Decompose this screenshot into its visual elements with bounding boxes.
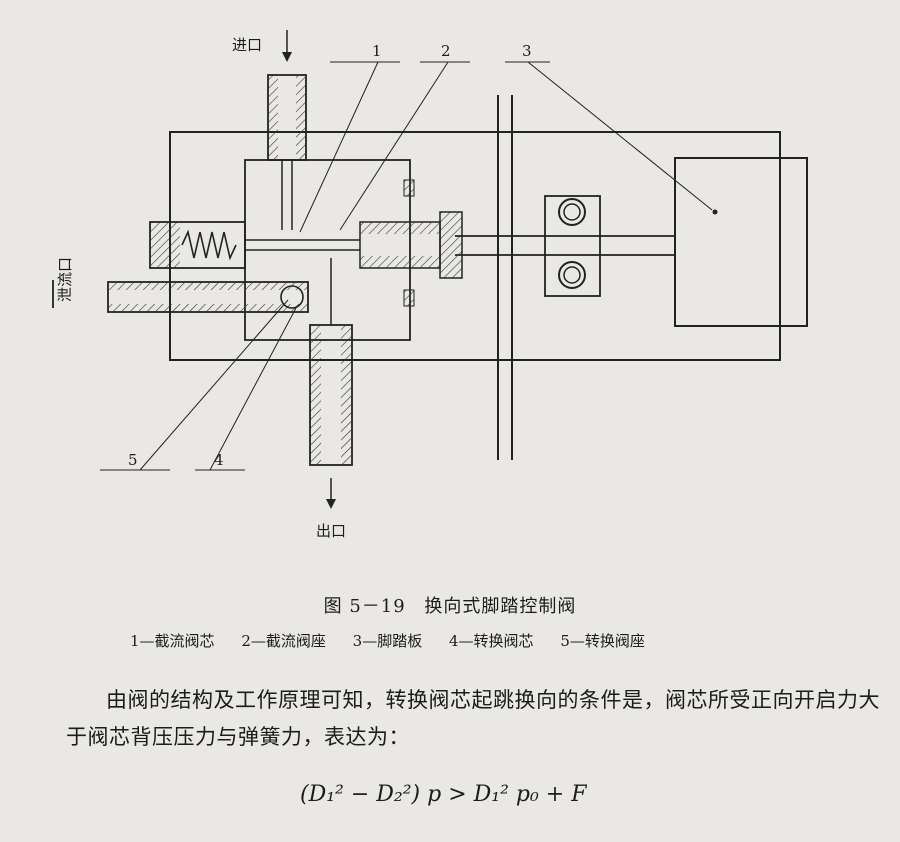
callout-leader [139,299,289,471]
bolt-icon [558,261,586,289]
clamp-block [544,195,601,297]
body-paragraph: 由阀的结构及工作原理可知，转换阀芯起跳换向的条件是，阀芯所受正向开启力大于阀芯背… [66,688,880,749]
callout-leader [299,61,379,233]
bolt-icon [563,266,581,284]
callout-4: 4 [214,451,224,469]
bolt-icon [563,203,581,221]
legend-item: 5—转换阀座 [560,632,645,650]
callout-leader [339,61,449,231]
outlet-label: 出口 [316,522,346,540]
inlet-fitting-hatch [296,75,306,160]
callout-3: 3 [522,42,532,60]
figure-caption: 图 5－19 换向式脚踏控制阀 [0,592,900,618]
plunger-seat-hatch [360,256,440,268]
figure-title: 换向式脚踏控制阀 [424,596,577,617]
legend-item: 4—转换阀芯 [448,632,534,650]
inlet-fitting-hatch [268,75,278,160]
figure-number: 图 5－19 [323,596,406,617]
spring-icon [181,229,237,261]
outlet-fitting-hatch [341,325,352,465]
callout-leader [527,61,713,211]
outlet-fitting-hatch [310,325,321,465]
drain-fitting-hatch [108,282,308,290]
formula: (D₁² − D₂²) p > D₁² p₀ + F [300,782,587,807]
plunger-seat-hatch [360,222,440,234]
inlet-arrow-icon [282,52,292,62]
figure-legend: 1—截流阀芯 2—截流阀座 3—脚踏板 4—转换阀芯 5—转换阀座 [130,630,830,651]
legend-item: 1—截流阀芯 [130,632,215,650]
callout-leader [209,307,297,471]
pedal-center-dot [712,209,718,215]
callout-5: 5 [128,451,138,469]
switch-spool-ball [280,285,304,309]
inlet-label: 进口 [232,36,262,54]
bolt-icon [558,198,586,226]
body-text: 由阀的结构及工作原理可知，转换阀芯起跳换向的条件是，阀芯所受正向开启力大于阀芯背… [66,682,886,756]
outlet-arrow-icon [326,499,336,509]
screw-icon [403,289,415,307]
screw-icon [403,179,415,197]
drain-label: 泄流口 [56,257,74,302]
callout-1: 1 [372,42,382,60]
legend-item: 3—脚踏板 [352,632,423,650]
foot-pedal [674,157,808,327]
legend-item: 2—截流阀座 [241,632,326,650]
callout-2: 2 [441,42,451,60]
valve-diagram: 进口 出口 泄流口 1 2 3 5 4 [52,30,808,540]
end-cap [439,211,463,279]
drain-fitting-hatch [108,304,308,312]
spring-housing-hatch [150,222,180,268]
